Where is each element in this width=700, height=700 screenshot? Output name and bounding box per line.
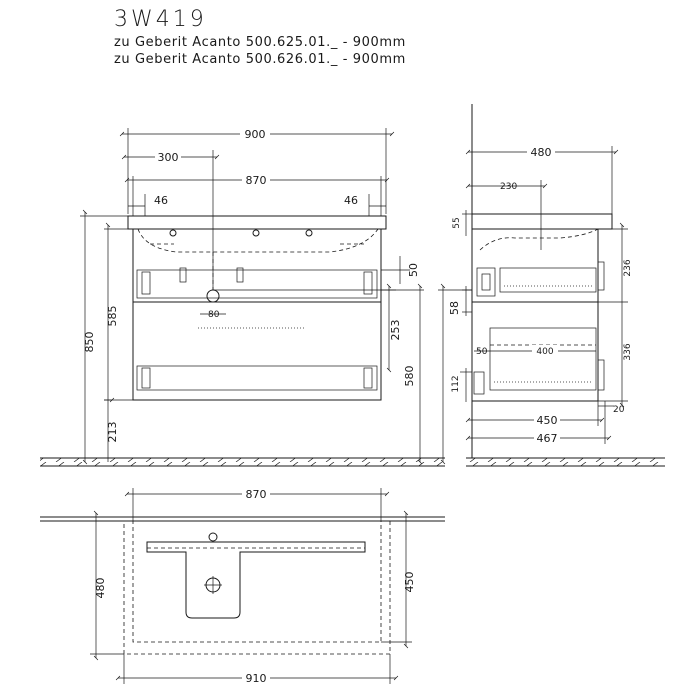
dim-480-plan: 480: [94, 578, 107, 599]
tap-hole-center: [252, 229, 260, 237]
dim-585: 585: [106, 306, 119, 327]
dim-580: 580: [403, 366, 416, 387]
cabinet-body: [132, 228, 382, 401]
dim-300: 300: [158, 151, 179, 164]
tap-hole-left: [169, 229, 177, 237]
basin-side: [471, 213, 613, 230]
dim-850: 850: [83, 332, 96, 353]
dim-870-plan: 870: [246, 488, 267, 501]
basin-top: [127, 215, 387, 230]
dim-870: 870: [246, 174, 267, 187]
dim-900: 900: [245, 128, 266, 141]
plan-tap-hole: [208, 532, 218, 542]
front-view: 900 300 870 46 46 850 585 213 50: [40, 127, 445, 467]
tap-hole-right: [305, 229, 313, 237]
plan-view: 870 480 450 910: [40, 487, 445, 685]
dim-58: 58: [448, 301, 461, 315]
dim-50-side: 50: [476, 347, 488, 357]
dim-480-side: 480: [531, 146, 552, 159]
basin-bowl: [137, 228, 379, 253]
dim-213: 213: [106, 422, 119, 443]
plan-outline: [123, 520, 391, 655]
model-number: 3W419: [114, 7, 207, 32]
compat-line-1: zu Geberit Acanto 500.625.01._ - 900mm: [114, 35, 406, 50]
dim-450-side: 450: [537, 414, 558, 427]
title-block: 3W419 zu Geberit Acanto 500.625.01._ - 9…: [114, 6, 406, 68]
dim-400: 400: [536, 347, 553, 357]
dim-336: 336: [623, 343, 633, 360]
dim-50: 50: [407, 263, 420, 277]
dim-230: 230: [500, 182, 517, 192]
side-view: 480 230 55 58 112 236 336 50 400: [438, 104, 665, 467]
dim-80: 80: [208, 310, 220, 320]
dim-910: 910: [246, 672, 267, 685]
dim-55: 55: [452, 217, 462, 228]
plan-cabinet: [132, 520, 382, 643]
dim-236: 236: [623, 259, 633, 276]
dim-20: 20: [613, 405, 625, 415]
siphon: [206, 289, 220, 303]
compat-line-2: zu Geberit Acanto 500.626.01._ - 900mm: [114, 52, 406, 67]
dim-46-left: 46: [154, 194, 168, 207]
dim-450-plan: 450: [403, 572, 416, 593]
plan-basin: [146, 541, 366, 619]
dim-467: 467: [537, 432, 558, 445]
dim-253: 253: [389, 320, 402, 341]
dim-46-right: 46: [344, 194, 358, 207]
cabinet-side: [471, 228, 599, 402]
dim-112: 112: [451, 375, 461, 392]
